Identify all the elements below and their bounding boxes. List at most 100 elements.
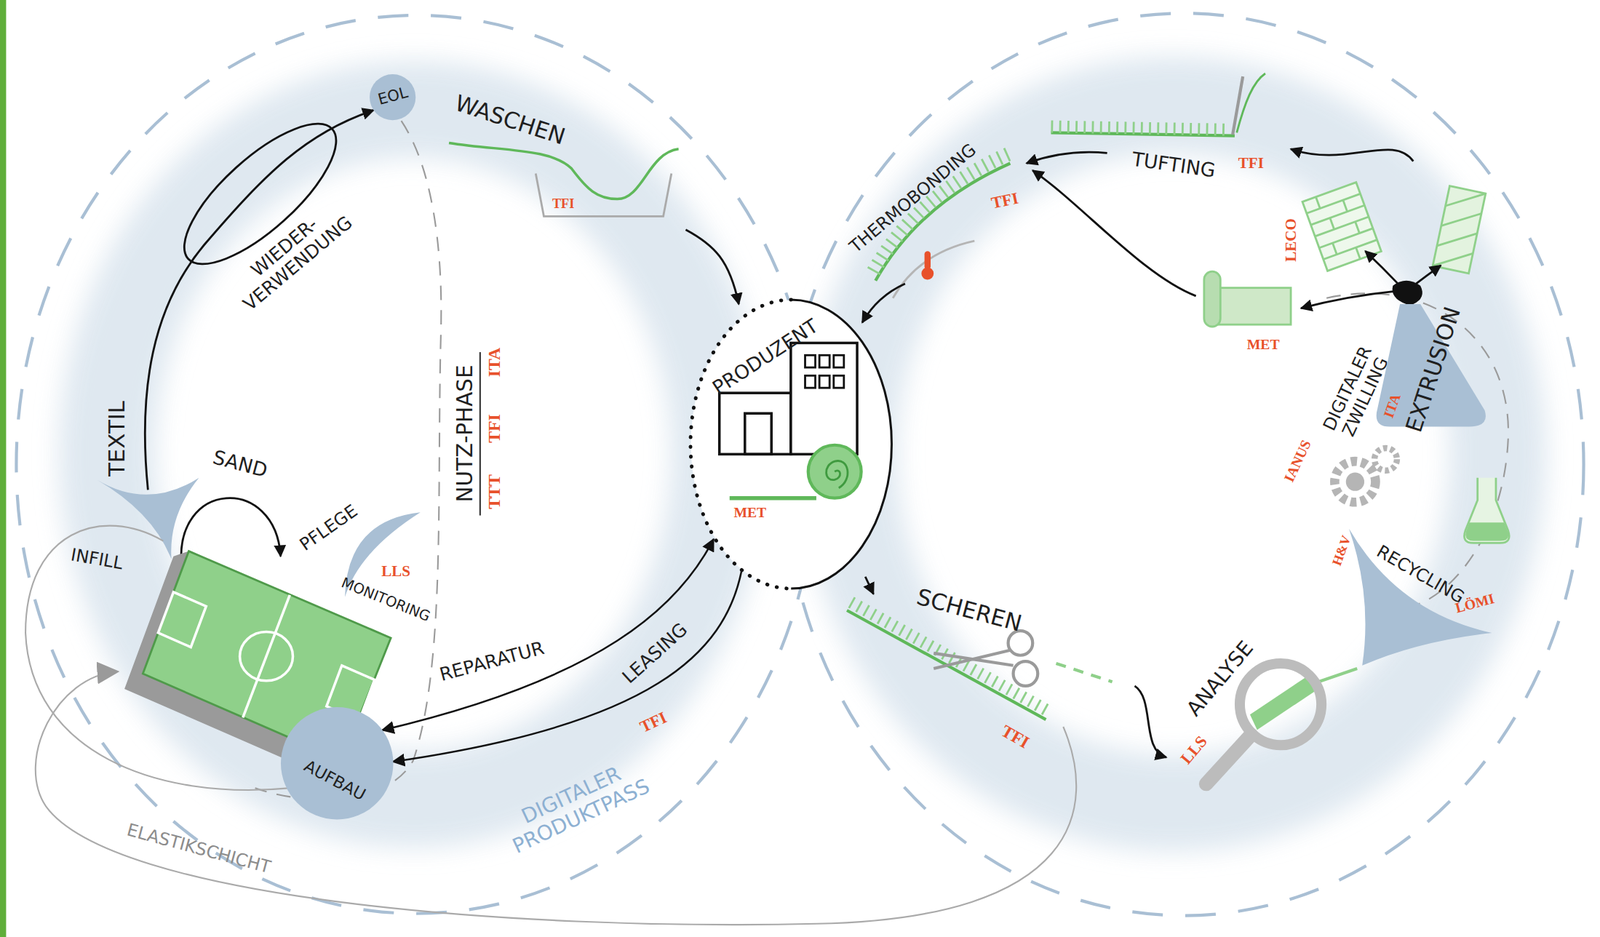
band-left xyxy=(106,109,719,799)
cut-fibres xyxy=(1056,663,1113,682)
window xyxy=(805,355,816,368)
flow-arrow xyxy=(1134,686,1166,758)
window xyxy=(833,375,845,388)
flow-arrow xyxy=(862,283,906,323)
spool-body xyxy=(1432,186,1486,274)
partner-tag: TFI xyxy=(989,189,1021,214)
circle-fill xyxy=(280,707,393,820)
building xyxy=(790,342,858,455)
band-right xyxy=(849,105,1499,805)
partner-tag: LECO xyxy=(1282,218,1300,262)
scissors xyxy=(933,650,1013,669)
met-roll xyxy=(1214,288,1291,326)
dashed-loop xyxy=(783,13,1584,916)
gear xyxy=(1346,472,1365,492)
sample-line xyxy=(1318,668,1357,682)
roll-spiral xyxy=(826,461,848,489)
heat-arc xyxy=(892,240,975,299)
edge-label: LEASING xyxy=(618,618,692,688)
met-roll xyxy=(1204,271,1221,327)
step-label: SAND xyxy=(210,446,270,482)
inner-dashed xyxy=(1326,293,1509,607)
fabric xyxy=(1302,182,1381,272)
flow-arrow xyxy=(1364,251,1400,286)
step-label: EXTRUSION xyxy=(1401,303,1467,436)
flow-band xyxy=(106,105,1499,805)
circle-fill xyxy=(369,74,416,121)
partner-tag: IANUS xyxy=(1281,437,1315,485)
partner-tag: MET xyxy=(733,504,767,522)
flask-liquid xyxy=(1465,522,1509,541)
partner-tag: LLS xyxy=(381,562,411,580)
step-label: PFLEGE xyxy=(296,501,361,556)
step-label: THERMOBONDING xyxy=(846,140,981,258)
flow-arrow xyxy=(1032,170,1196,297)
partner-tag: MET xyxy=(1247,336,1280,354)
gear xyxy=(1334,461,1376,503)
flow-arrow xyxy=(1026,152,1108,163)
phase-divider xyxy=(479,352,481,516)
fabric-pattern xyxy=(1302,182,1381,272)
turf-roll xyxy=(808,445,862,499)
partner-tag: ITA xyxy=(1380,392,1406,421)
thermometer xyxy=(921,267,934,281)
partner-tag: TFI xyxy=(636,707,670,737)
step-label: RECYCLING xyxy=(1372,541,1468,608)
sample xyxy=(1250,673,1319,730)
partner-tag: TFI xyxy=(484,414,505,444)
partner-tag: H&V xyxy=(1329,534,1355,569)
reuse-arrow xyxy=(144,110,374,491)
step-label: TEXTIL xyxy=(104,400,131,477)
step-label: DIGITALER ZWILLING xyxy=(1319,343,1395,443)
edge-label: REPARATUR xyxy=(437,637,547,686)
building xyxy=(719,392,791,455)
side-bar xyxy=(0,0,6,937)
step-label: ELASTIKSCHICHT xyxy=(125,820,274,878)
building-door xyxy=(745,413,772,455)
tuft-fibres xyxy=(1050,126,1224,130)
wash-tub xyxy=(535,173,672,217)
goal-box xyxy=(157,592,206,648)
textile-wedge xyxy=(96,478,199,560)
end-of-life-circle: EOL xyxy=(369,74,416,121)
partner-tag: TFI xyxy=(997,721,1033,754)
gear xyxy=(1374,448,1397,471)
step-label: ANALYSE xyxy=(1182,636,1259,722)
connector xyxy=(381,539,714,731)
producer-ellipse: PRODUZENT MET xyxy=(689,298,893,591)
node-title: PRODUZENT xyxy=(708,315,823,400)
scissors xyxy=(1013,661,1039,687)
partner-tag: TFI xyxy=(1238,154,1264,172)
flask xyxy=(1463,478,1510,544)
partner-tag: TTT xyxy=(484,474,505,510)
extruder-head xyxy=(1392,280,1423,305)
partner-tag: ITA xyxy=(484,347,505,378)
window xyxy=(805,375,816,388)
step-label: WIEDER- VERWENDUNG xyxy=(225,195,357,316)
step-label: MONITORING xyxy=(339,574,433,626)
step-label: NUTZ-PHASE xyxy=(453,364,479,503)
flow-arrow xyxy=(685,229,739,305)
installation-circle: AUFBAU xyxy=(280,707,393,820)
magnifier-handle xyxy=(1206,734,1252,784)
fabric-sheet xyxy=(1302,182,1381,272)
step-label: DIGITALER PRODUKTPASS xyxy=(499,753,654,860)
window xyxy=(819,375,830,388)
step-label: SCHEREN xyxy=(913,583,1025,637)
field-line xyxy=(243,595,291,718)
thread xyxy=(1236,73,1266,133)
window xyxy=(833,355,845,368)
spool-yarn xyxy=(1432,186,1486,274)
step-label: TUFTING xyxy=(1130,148,1217,182)
thermometer xyxy=(924,251,931,270)
step-label: WASCHEN xyxy=(451,90,569,150)
field-circle xyxy=(240,631,294,681)
flow-arrow xyxy=(1413,265,1441,286)
turf-strip xyxy=(729,496,817,501)
flow-arrow xyxy=(865,576,874,595)
flow-arrow xyxy=(1290,149,1414,162)
node-shape xyxy=(280,707,393,820)
partner-tag: LLS xyxy=(1176,731,1211,768)
